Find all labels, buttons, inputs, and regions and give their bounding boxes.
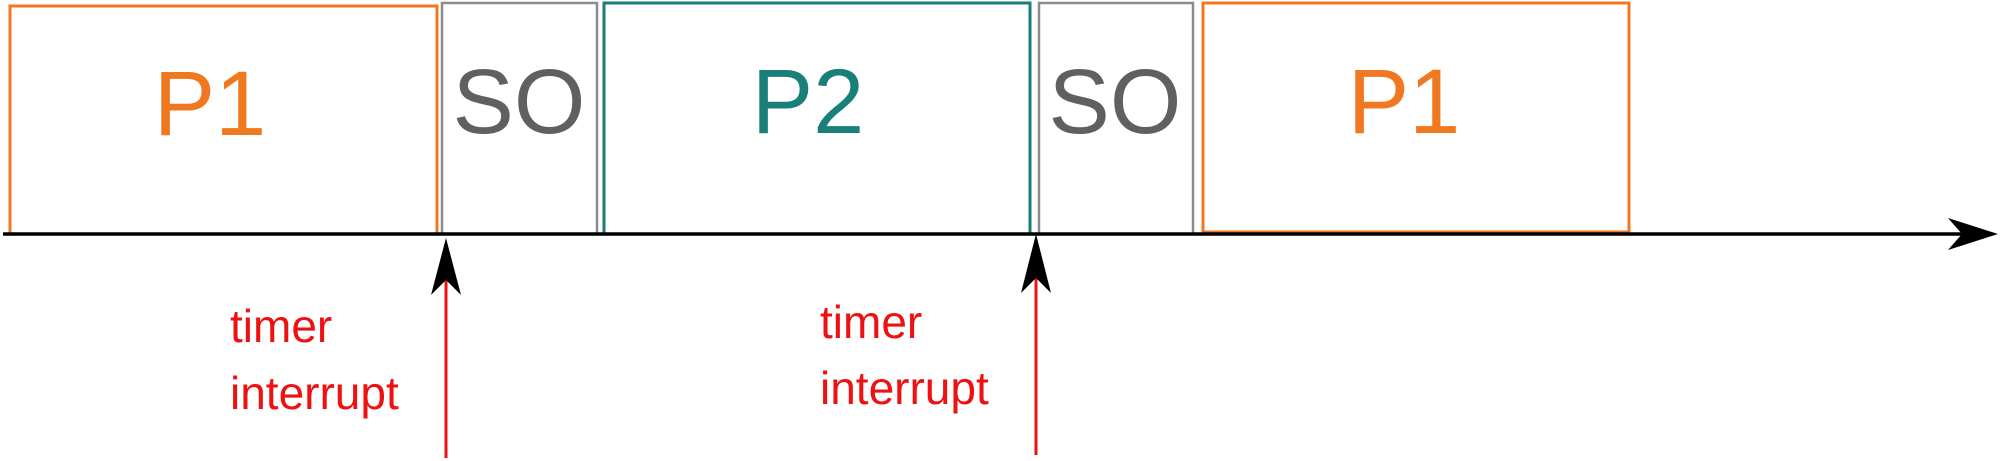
interrupt-first-text-line2: interrupt [230, 367, 399, 419]
interrupt-second-text-line2: interrupt [820, 362, 989, 414]
block-p1-first-label: P1 [154, 53, 267, 155]
time-axis-arrowhead [1948, 218, 1998, 250]
block-p2-label: P2 [752, 51, 865, 153]
interrupt-second-text-line1: timer [820, 296, 922, 348]
interrupt-first: timer interrupt [230, 238, 461, 458]
interrupt-first-arrowhead [431, 238, 461, 295]
interrupt-second: timer interrupt [820, 234, 1051, 455]
block-so-second-label: SO [1049, 51, 1182, 153]
block-p1-second-label: P1 [1348, 51, 1461, 153]
block-so-first: SO [440, 1, 599, 236]
block-so-first-label: SO [453, 51, 586, 153]
block-so-first-box [440, 1, 599, 236]
time-axis [3, 218, 1998, 250]
interrupt-first-text-line1: timer [230, 300, 332, 352]
interrupt-second-arrowhead [1021, 234, 1051, 293]
block-p2-box [602, 1, 1032, 236]
block-p2: P2 [602, 1, 1032, 236]
block-p1-first-box [8, 4, 439, 236]
block-so-second: SO [1037, 1, 1195, 236]
block-p1-second: P1 [1201, 1, 1631, 234]
block-p1-second-box [1201, 1, 1631, 234]
block-p1-first: P1 [8, 4, 439, 236]
block-so-second-box [1037, 1, 1195, 236]
